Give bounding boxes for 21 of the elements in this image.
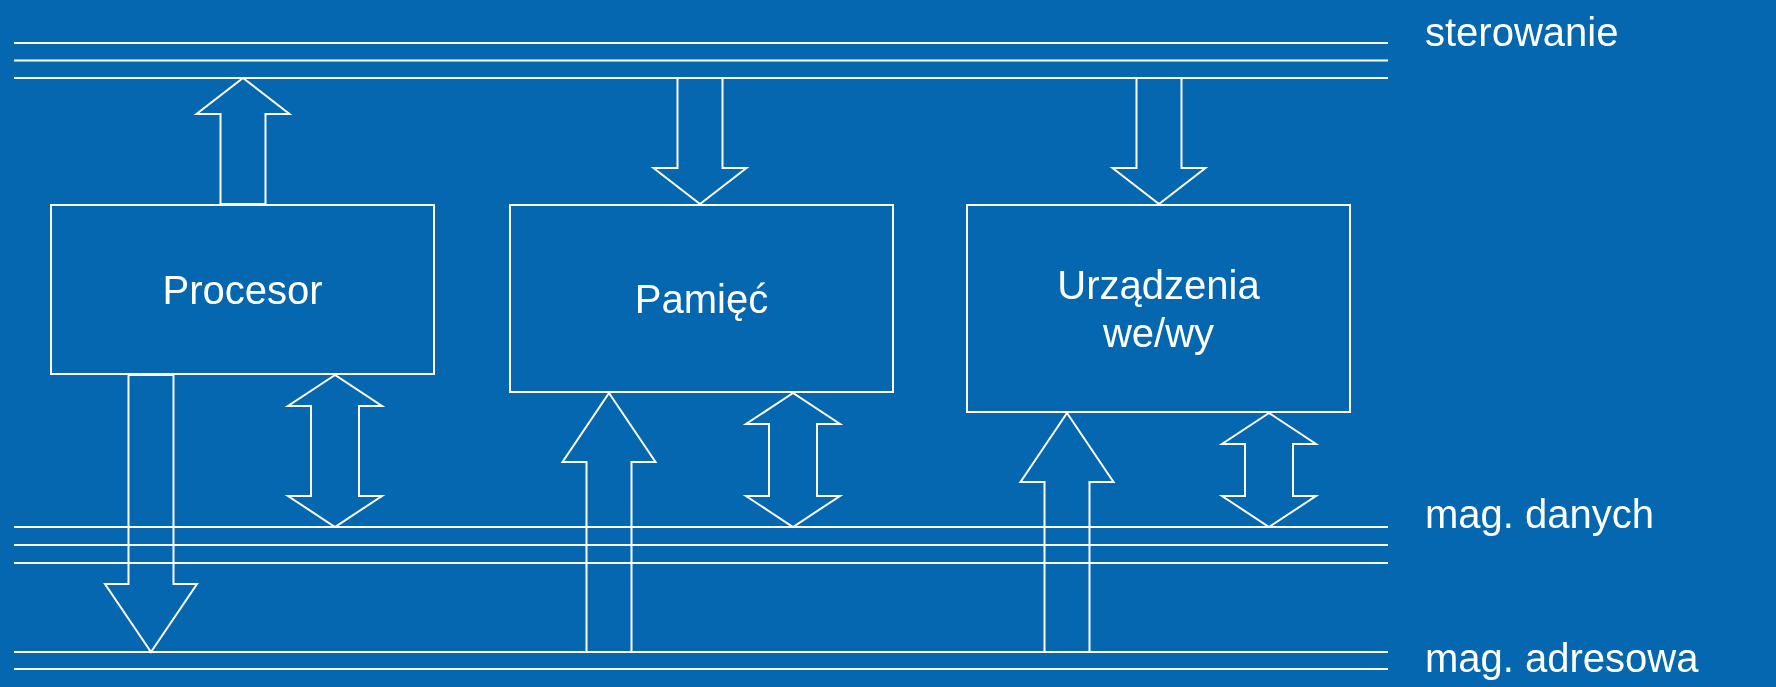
block-arrow: [1109, 77, 1209, 206]
bus-lines: [14, 526, 1388, 564]
component-label: Urządzenia we/wy: [1056, 261, 1261, 357]
block-arrow: [193, 76, 293, 205]
block-arrow: [560, 391, 658, 653]
block-arrow: [103, 374, 199, 654]
component-box: [50, 204, 435, 375]
bus-lines: [14, 42, 1388, 79]
bus-label: sterowanie: [1425, 12, 1619, 52]
component-box: [966, 204, 1351, 413]
component-box: [509, 204, 894, 393]
block-arrow: [1018, 411, 1116, 653]
bus-label: mag. danych: [1425, 494, 1655, 534]
component-label: Procesor: [162, 266, 323, 314]
component-label: Pamięć: [634, 275, 769, 323]
block-arrow: [1218, 411, 1320, 529]
bus-lines: [14, 651, 1388, 670]
bus-label: mag. adresowa: [1425, 638, 1699, 678]
block-arrow: [650, 77, 750, 206]
block-arrow: [284, 373, 386, 529]
block-arrow: [742, 391, 844, 529]
